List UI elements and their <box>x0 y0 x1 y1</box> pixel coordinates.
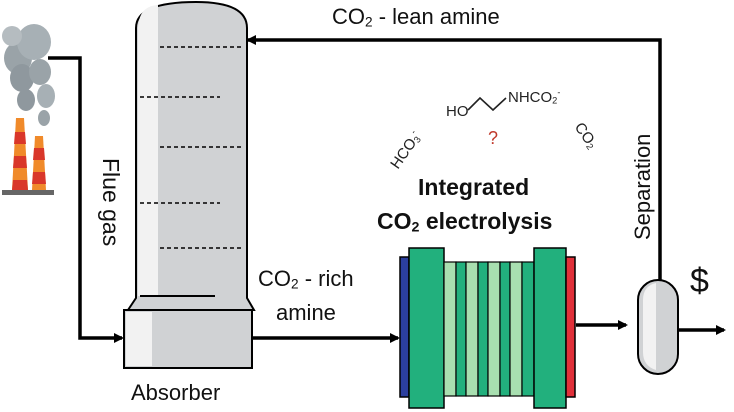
amine-bond-lines <box>467 96 507 112</box>
rich-amine-label: CO2 - rich <box>258 266 354 292</box>
question-mark: ? <box>488 128 499 148</box>
smokestack-icon <box>2 24 55 195</box>
lean-amine-label: CO2 - lean amine <box>332 4 500 30</box>
amine-ho-label: HO <box>446 103 469 120</box>
separator-vessel <box>637 279 679 375</box>
flue-gas-line <box>48 56 124 343</box>
integrated-title: Integrated <box>418 174 530 200</box>
rich-amine-label-line2: amine <box>276 300 336 325</box>
absorber-column <box>123 0 256 369</box>
electrolyzer-stack <box>399 247 576 409</box>
absorber-label: Absorber <box>131 380 221 405</box>
dollar-label: $ <box>690 262 709 300</box>
amine-carbamate-label: NHCO2- <box>508 87 561 106</box>
electrolysis-title: CO2 electrolysis <box>377 208 553 236</box>
lean-amine-line <box>246 35 662 300</box>
flue-gas-label: Flue gas <box>98 158 124 247</box>
separation-label: Separation <box>630 133 655 240</box>
